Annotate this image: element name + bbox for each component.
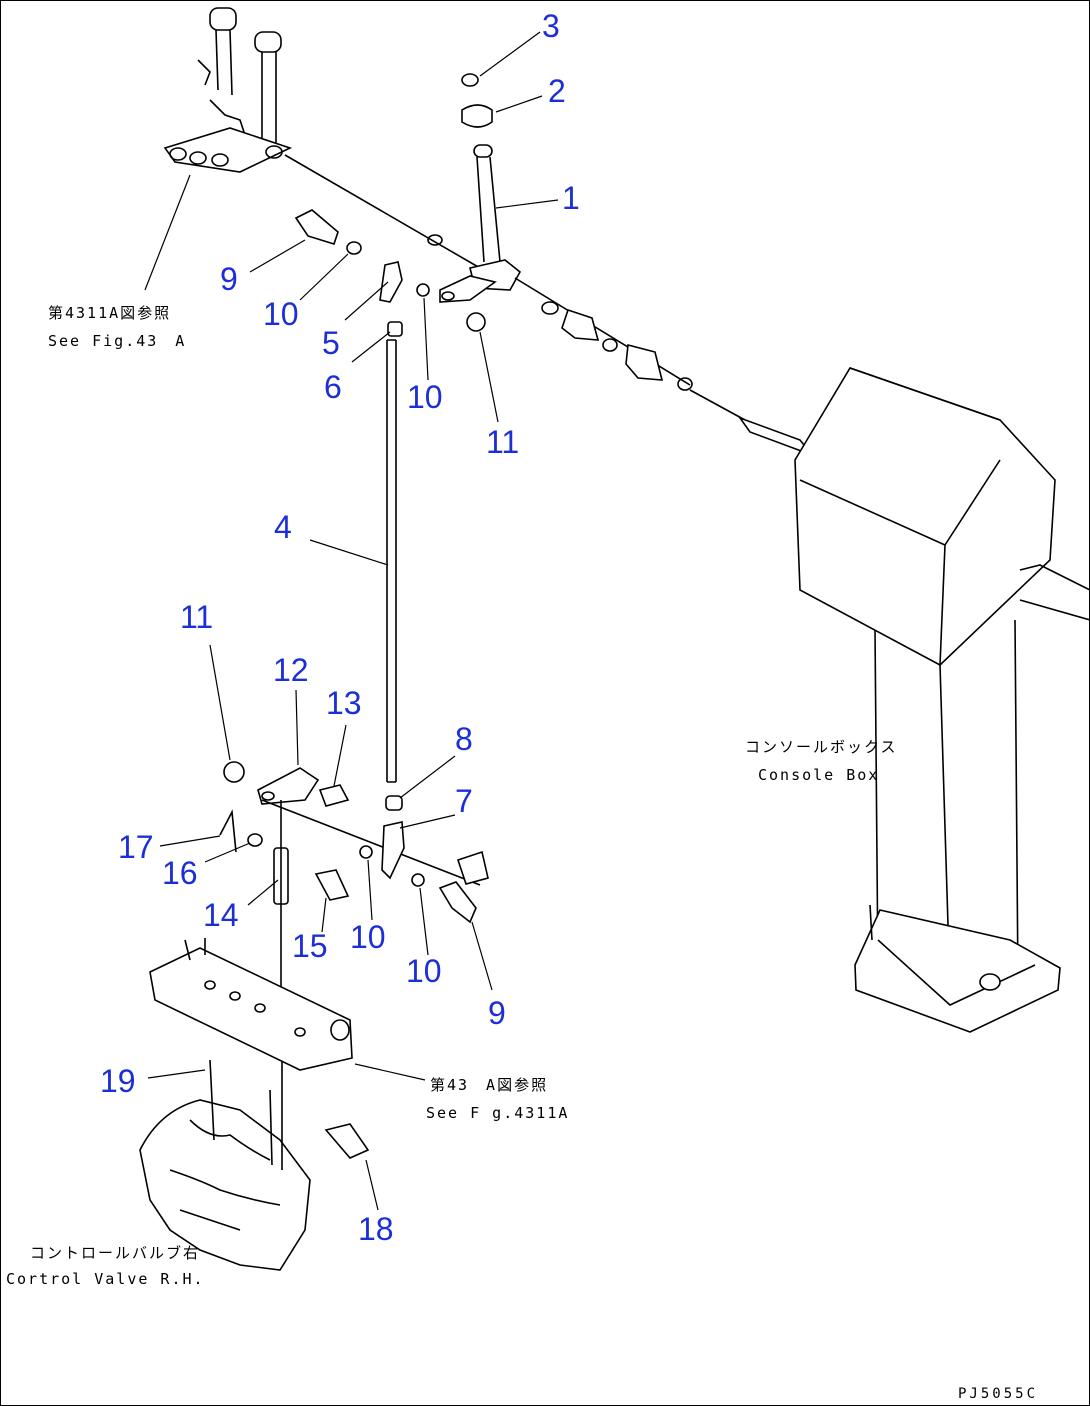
drawing-code: PJ5055C bbox=[958, 1386, 1038, 1402]
callout-17: 17 bbox=[118, 829, 154, 865]
console-box-label-jp: コンソールボックス bbox=[745, 738, 898, 756]
callout-9-upper: 9 bbox=[220, 261, 238, 297]
rod-4 bbox=[386, 339, 397, 783]
callout-19: 19 bbox=[100, 1063, 136, 1099]
callout-2: 2 bbox=[548, 73, 566, 109]
ref-note-top-en: See Fig.43 A bbox=[48, 332, 186, 350]
callout-11-lower: 11 bbox=[180, 599, 213, 635]
callout-13: 13 bbox=[326, 685, 362, 721]
callout-16: 16 bbox=[162, 855, 198, 891]
upper-lever-assembly bbox=[163, 7, 481, 269]
callout-9-lower: 9 bbox=[488, 995, 506, 1031]
shaft-bushings bbox=[541, 301, 815, 457]
callout-numbers: 3 2 1 9 10 5 6 10 11 4 11 12 13 8 7 17 1… bbox=[100, 8, 580, 1247]
console-box bbox=[794, 367, 1090, 1033]
callout-12: 12 bbox=[273, 652, 309, 688]
ref-note-mid-en: See F g.4311A bbox=[426, 1104, 569, 1122]
reference-notes: 第4311A図参照 See Fig.43 A コンソールボックス Console… bbox=[6, 304, 1038, 1402]
callout-3: 3 bbox=[542, 8, 560, 44]
callout-6: 6 bbox=[324, 369, 342, 405]
leader-lines bbox=[144, 31, 559, 1211]
callout-5: 5 bbox=[322, 325, 340, 361]
callout-18: 18 bbox=[358, 1211, 394, 1247]
callout-14: 14 bbox=[203, 897, 239, 933]
callout-1: 1 bbox=[562, 180, 580, 216]
lever-1 bbox=[439, 73, 691, 386]
console-box-label-en: Console Box bbox=[758, 766, 879, 784]
callout-10-lower-right: 10 bbox=[406, 953, 442, 989]
callout-15: 15 bbox=[292, 928, 328, 964]
callout-10-lower-left: 10 bbox=[350, 919, 386, 955]
control-valve-label-en: Cortrol Valve R.H. bbox=[6, 1270, 205, 1288]
ref-note-mid-jp: 第43 A図参照 bbox=[430, 1076, 548, 1094]
upper-hardware bbox=[294, 209, 486, 337]
callout-4: 4 bbox=[274, 509, 292, 545]
callout-10-upper-right: 10 bbox=[407, 379, 443, 415]
callout-11-upper: 11 bbox=[486, 424, 519, 460]
callout-10-upper-left: 10 bbox=[263, 296, 299, 332]
callout-8: 8 bbox=[455, 721, 473, 757]
bracket-plate bbox=[149, 938, 353, 1071]
callout-7: 7 bbox=[455, 783, 473, 819]
control-valve-label-jp: コントロールバルブ右 bbox=[30, 1244, 200, 1262]
control-valve-rh bbox=[139, 1059, 370, 1271]
ref-note-top-jp: 第4311A図参照 bbox=[48, 304, 171, 322]
